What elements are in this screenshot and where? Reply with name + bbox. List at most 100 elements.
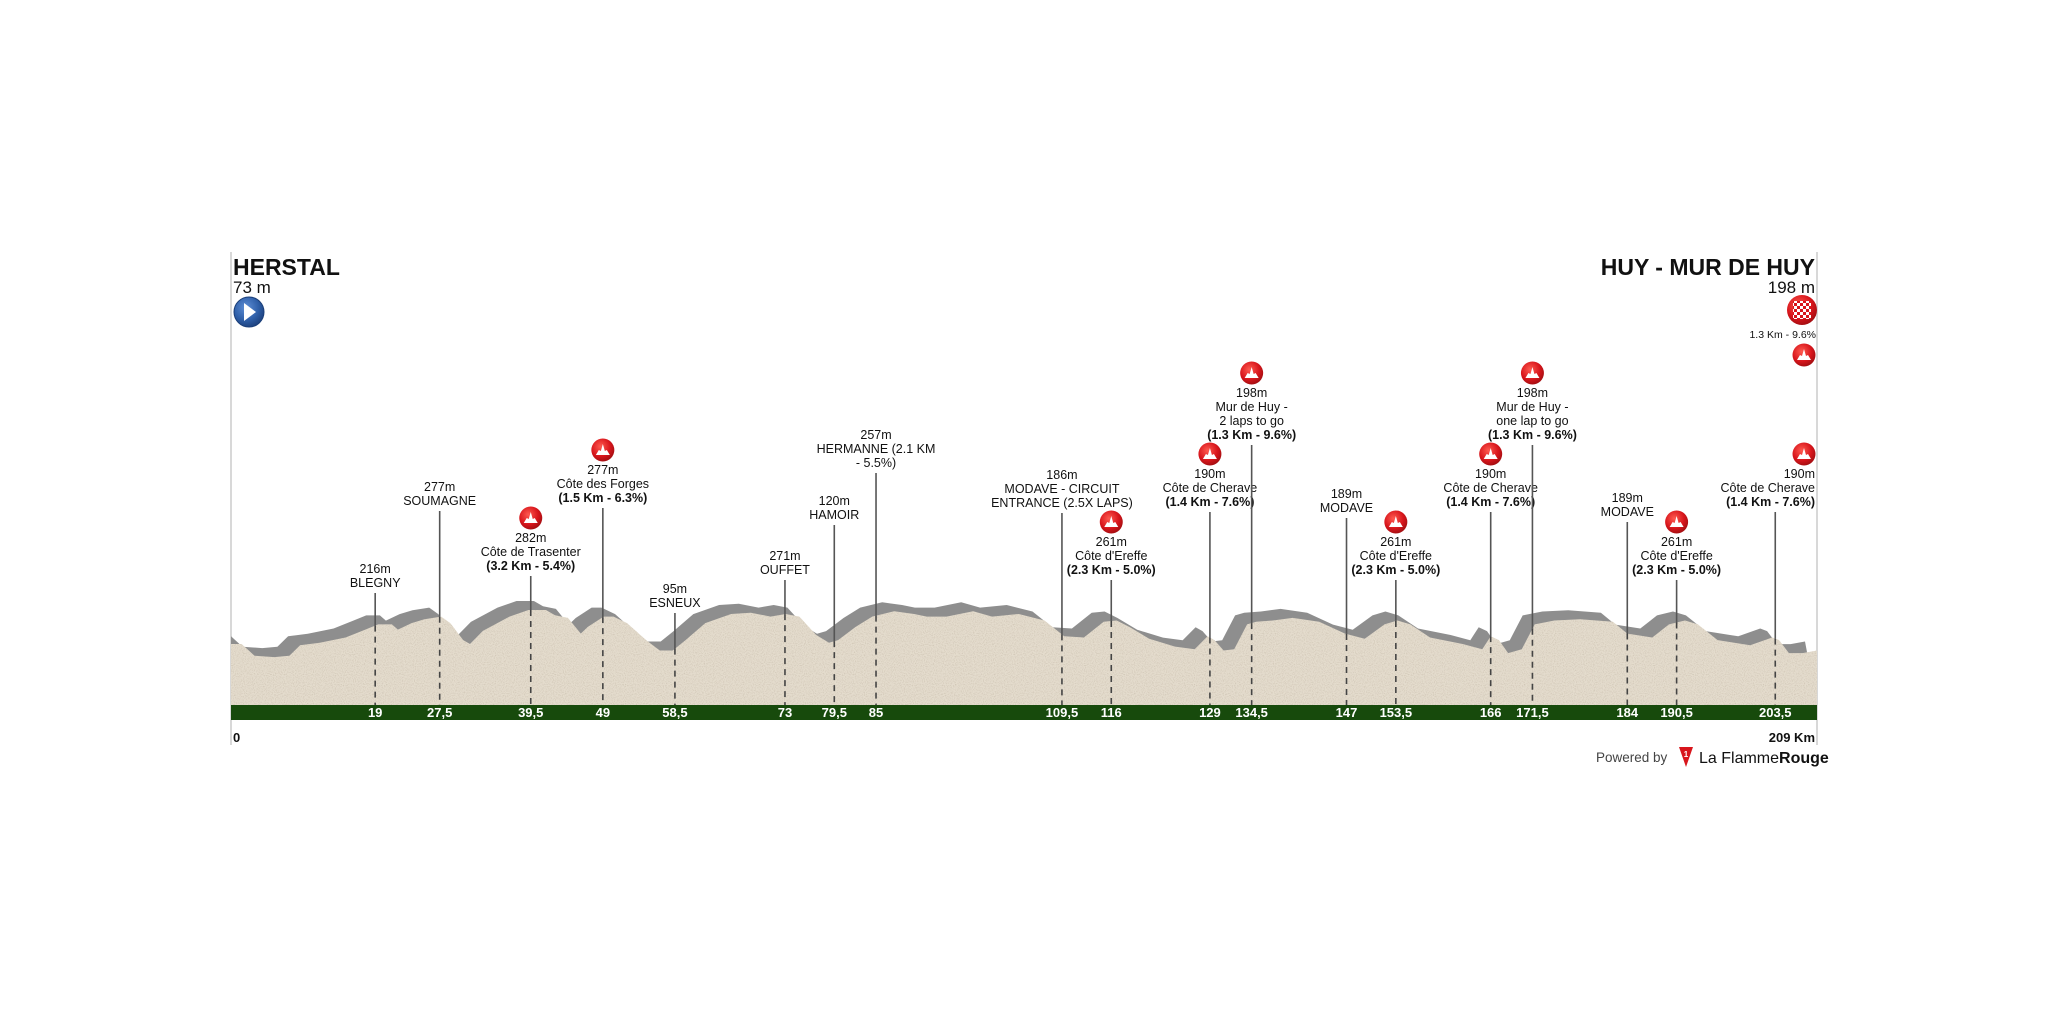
climb-mountain-icon <box>1198 442 1222 466</box>
marker-name: Côte d'Ereffe <box>1640 549 1712 563</box>
marker-elevation: 216m <box>360 562 391 576</box>
marker-climb-detail: (2.3 Km - 5.0%) <box>1632 563 1721 577</box>
finish-city: HUY - MUR DE HUY <box>1601 254 1815 280</box>
marker-name: Mur de Huy - <box>1496 400 1568 414</box>
km-tick-label: 147 <box>1336 705 1358 720</box>
km-tick-label: 203,5 <box>1759 705 1792 720</box>
brand-name-bold: Rouge <box>1779 750 1829 767</box>
marker-name: MODAVE - CIRCUIT <box>1004 482 1119 496</box>
brand-name[interactable]: La FlammeRouge <box>1699 750 1829 767</box>
marker-climb-detail: (1.3 Km - 9.6%) <box>1488 428 1577 442</box>
km-tick-label: 109,5 <box>1046 705 1079 720</box>
marker-climb-detail: (1.4 Km - 7.6%) <box>1726 495 1815 509</box>
marker-name: MODAVE <box>1320 501 1373 515</box>
finish-elevation: 198 m <box>1768 278 1815 297</box>
km-tick-label: 79,5 <box>822 705 847 720</box>
powered-by-label: Powered by <box>1596 750 1668 765</box>
elevation-profile <box>231 601 1817 705</box>
marker-climb-detail: (2.3 Km - 5.0%) <box>1067 563 1156 577</box>
climb-mountain-icon <box>1384 510 1408 534</box>
marker-elevation: 282m <box>515 531 546 545</box>
marker-name: Côte des Forges <box>557 477 649 491</box>
km-tick-label: 171,5 <box>1516 705 1549 720</box>
profile-area <box>231 610 1817 705</box>
marker-elevation: 190m <box>1784 467 1815 481</box>
climb-mountain-icon <box>1665 510 1689 534</box>
axis-start-label: 0 <box>233 730 240 745</box>
marker-elevation: 261m <box>1096 535 1127 549</box>
km-tick-label: 19 <box>368 705 382 720</box>
climb-mountain-icon <box>519 506 543 530</box>
marker-elevation: 189m <box>1612 491 1643 505</box>
start-city: HERSTAL <box>233 254 340 280</box>
climb-mountain-icon <box>1479 442 1503 466</box>
marker-name: Côte d'Ereffe <box>1075 549 1147 563</box>
km-tick-label: 27,5 <box>427 705 452 720</box>
km-tick-label: 184 <box>1616 705 1638 720</box>
marker-climb-detail: (3.2 Km - 5.4%) <box>486 559 575 573</box>
climb-mountain-icon <box>591 438 615 462</box>
marker-name: HERMANNE (2.1 KM <box>817 442 936 456</box>
marker-elevation: 190m <box>1194 467 1225 481</box>
la-flamme-rouge-logo-icon: 1 <box>1679 747 1693 767</box>
km-tick-label: 85 <box>869 705 883 720</box>
marker-name: Côte de Cherave <box>1720 481 1815 495</box>
marker-climb-detail: (1.4 Km - 7.6%) <box>1165 495 1254 509</box>
marker-name: HAMOIR <box>809 508 859 522</box>
marker-climb-detail: (2.3 Km - 5.0%) <box>1351 563 1440 577</box>
km-bar <box>231 705 1817 720</box>
marker-name: Côte d'Ereffe <box>1360 549 1432 563</box>
marker-elevation: 198m <box>1236 386 1267 400</box>
marker-elevation: 261m <box>1661 535 1692 549</box>
brand-name-light: La Flamme <box>1699 750 1779 767</box>
marker-climb-detail: (1.4 Km - 7.6%) <box>1446 495 1535 509</box>
marker-elevation: 190m <box>1475 467 1506 481</box>
marker-name: - 5.5%) <box>856 456 896 470</box>
marker-elevation: 261m <box>1380 535 1411 549</box>
km-tick-label: 116 <box>1101 705 1122 720</box>
marker-name: Côte de Cherave <box>1443 481 1538 495</box>
marker-name: BLEGNY <box>350 576 401 590</box>
marker-elevation: 95m <box>663 582 687 596</box>
km-tick-label: 190,5 <box>1660 705 1693 720</box>
finish-checkered-icon <box>1787 295 1817 325</box>
marker-name: SOUMAGNE <box>403 494 476 508</box>
climb-mountain-icon <box>1792 343 1816 367</box>
marker-name: one lap to go <box>1496 414 1568 428</box>
marker-elevation: 186m <box>1046 468 1077 482</box>
climb-mountain-icon <box>1240 361 1264 385</box>
km-tick-label: 49 <box>596 705 610 720</box>
marker-elevation: 198m <box>1517 386 1548 400</box>
marker-name: Mur de Huy - <box>1216 400 1288 414</box>
finish-climb-detail: 1.3 Km - 9.6% <box>1749 329 1816 341</box>
km-tick-label: 129 <box>1199 705 1221 720</box>
marker-elevation: 189m <box>1331 487 1362 501</box>
km-tick-label: 134,5 <box>1235 705 1268 720</box>
km-tick-label: 39,5 <box>518 705 543 720</box>
marker-name: Côte de Cherave <box>1163 481 1258 495</box>
marker-elevation: 271m <box>769 549 800 563</box>
marker-name: ENTRANCE (2.5X LAPS) <box>991 496 1133 510</box>
marker-climb-detail: (1.5 Km - 6.3%) <box>558 491 647 505</box>
marker-name: Côte de Trasenter <box>481 545 581 559</box>
